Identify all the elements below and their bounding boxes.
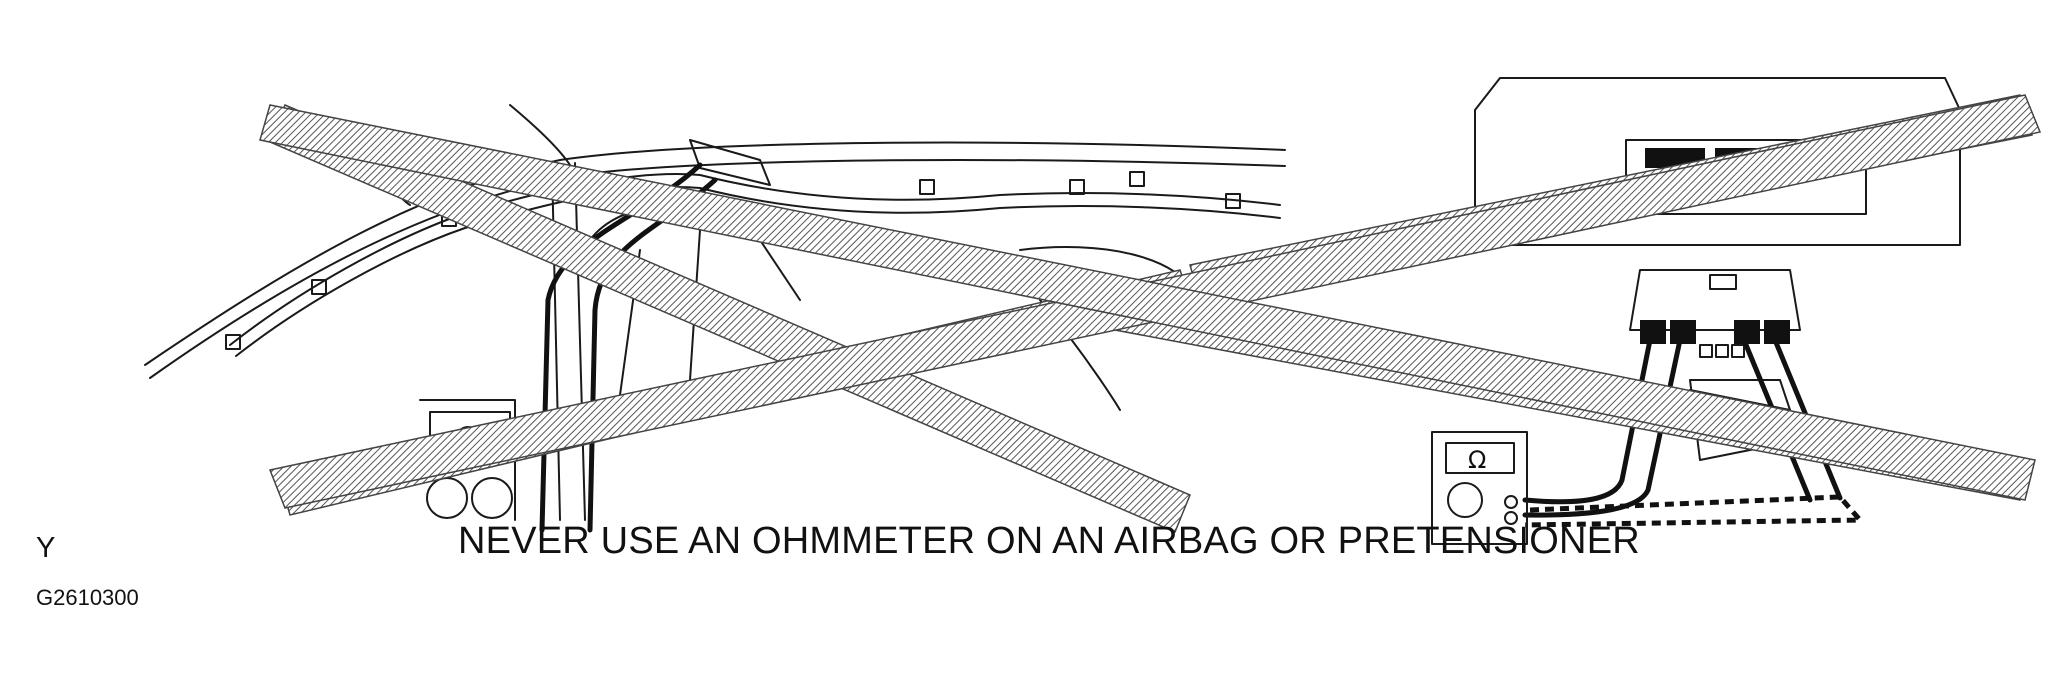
warning-text: NEVER USE AN OHMMETER ON AN AIRBAG OR PR… [458,520,1640,562]
crossed-out-x [259,94,2042,509]
ohm-symbol-right: Ω [1468,446,1486,474]
corner-mark: Y [36,532,56,564]
figure-code: G2610300 [36,585,139,610]
ohmmeter-icon-right: Ω [1431,431,1528,545]
